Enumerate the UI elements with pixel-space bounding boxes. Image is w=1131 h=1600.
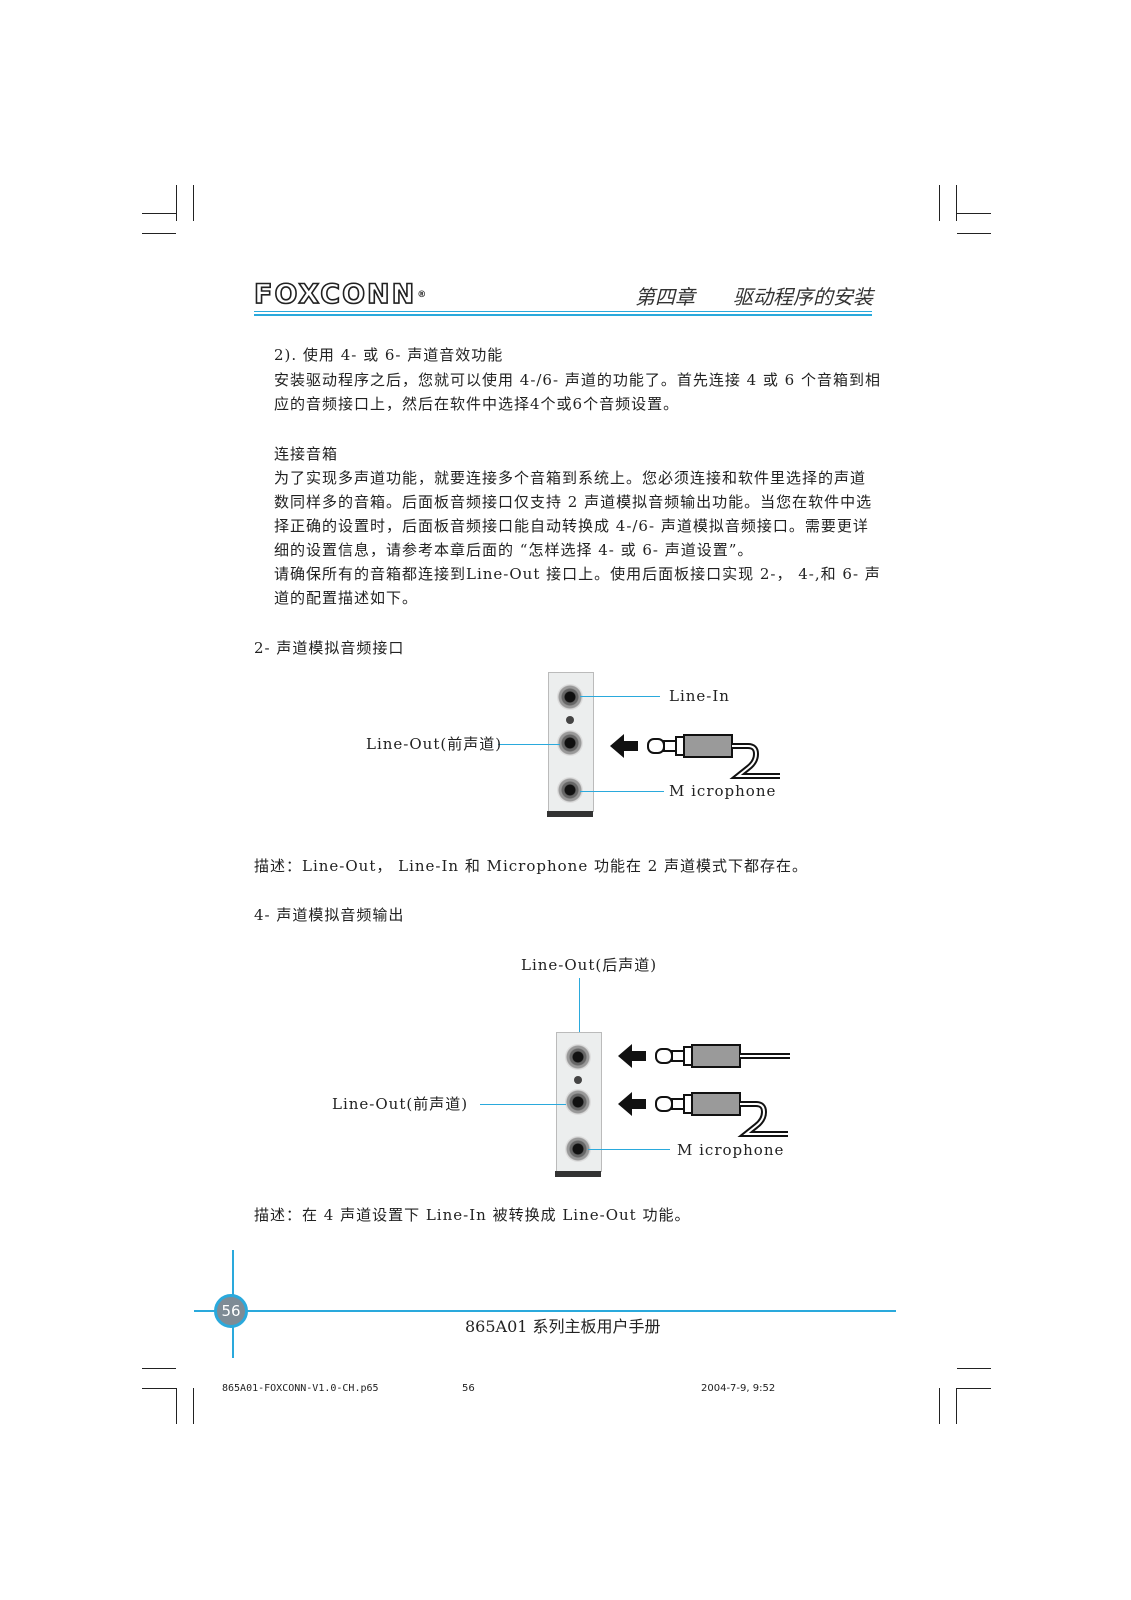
- crop-mark: [939, 1388, 940, 1424]
- crop-mark: [957, 1368, 991, 1369]
- crop-mark: [939, 185, 940, 221]
- crop-mark: [176, 185, 177, 221]
- paragraph-line: 应的音频接口上，然后在软件中选择4个或6个音频设置。: [274, 395, 680, 413]
- crop-mark: [176, 1388, 177, 1424]
- crop-mark: [957, 213, 991, 214]
- paragraph-line: 细的设置信息，请参考本章后面的 “怎样选择 4- 或 6- 声道设置”。: [274, 541, 754, 559]
- indicator-dot: [574, 1076, 582, 1084]
- line-out-front-label: Line-Out(前声道): [332, 1095, 469, 1113]
- crop-mark: [956, 185, 957, 221]
- leader-line: [588, 1149, 670, 1150]
- brand-name: FOXCONN: [253, 279, 417, 311]
- line-in-jack: [557, 684, 583, 710]
- audio-plug-icon: [618, 1044, 790, 1068]
- footer-rule: [194, 1310, 896, 1312]
- audio-plug-icon: [610, 734, 780, 779]
- section2-title: 连接音箱: [274, 445, 339, 463]
- line-out-front-label: Line-Out(前声道): [366, 735, 503, 753]
- header-rule: [254, 314, 872, 316]
- diagram1-description: 描述：Line-Out， Line-In 和 Microphone 功能在 2 …: [254, 857, 809, 875]
- chapter-number: 第四章: [635, 285, 695, 309]
- paragraph-line: 安装驱动程序之后，您就可以使用 4-/6- 声道的功能了。首先连接 4 或 6 …: [274, 371, 881, 389]
- leader-line: [498, 744, 560, 745]
- crop-mark: [193, 1388, 194, 1424]
- line-out-jack: [557, 730, 583, 756]
- paragraph-line: 为了实现多声道功能，就要连接多个音箱到系统上。您必须连接和软件里选择的声道: [274, 469, 867, 487]
- leader-line: [480, 1104, 566, 1105]
- microphone-label: M icrophone: [677, 1141, 785, 1159]
- foxconn-logo: FOXCONN®: [253, 279, 429, 311]
- header-rule: [254, 311, 872, 312]
- crop-mark: [193, 185, 194, 221]
- diagram1-title: 2- 声道模拟音频接口: [254, 639, 405, 657]
- registered-mark: ®: [417, 290, 429, 300]
- crop-mark: [142, 233, 176, 234]
- indicator-dot: [566, 716, 574, 724]
- paragraph-line: 道的配置描述如下。: [274, 589, 419, 607]
- file-name: 865A01-FOXCONN-V1.0-CH.p65: [222, 1383, 379, 1394]
- audio-plug-icon: [618, 1092, 788, 1137]
- crop-mark: [142, 1368, 176, 1369]
- microphone-label: M icrophone: [669, 782, 777, 800]
- crop-mark: [142, 213, 176, 214]
- line-out-rear-label: Line-Out(后声道): [521, 956, 658, 974]
- leader-line: [580, 696, 660, 697]
- panel-base: [555, 1171, 601, 1177]
- microphone-jack: [557, 777, 583, 803]
- microphone-jack: [565, 1136, 591, 1162]
- file-page: 56: [462, 1383, 475, 1394]
- manual-title: 865A01 系列主板用户手册: [465, 1317, 661, 1336]
- crop-mark: [142, 1388, 176, 1389]
- line-in-label: Line-In: [669, 687, 730, 705]
- section1-title: 2). 使用 4- 或 6- 声道音效功能: [274, 346, 504, 364]
- panel-base: [547, 811, 593, 817]
- line-out-jack: [565, 1089, 591, 1115]
- diagram2-title: 4- 声道模拟音频输出: [254, 906, 405, 924]
- paragraph-line: 择正确的设置时，后面板音频接口能自动转换成 4-/6- 声道模拟音频接口。需要更…: [274, 517, 869, 535]
- leader-line: [580, 791, 664, 792]
- paragraph-line: 数同样多的音箱。后面板音频接口仅支持 2 声道模拟音频输出功能。当您在软件中选: [274, 493, 873, 511]
- crop-mark: [957, 233, 991, 234]
- crop-mark: [957, 1388, 991, 1389]
- paragraph-line: 请确保所有的音箱都连接到Line-Out 接口上。使用后面板接口实现 2-， 4…: [274, 565, 881, 583]
- diagram2-description: 描述：在 4 声道设置下 Line-In 被转换成 Line-Out 功能。: [254, 1206, 691, 1224]
- chapter-heading: 第四章 驱动程序的安装: [635, 281, 873, 310]
- page-number-badge: 56: [214, 1294, 248, 1328]
- timestamp: 2004-7-9, 9:52: [701, 1383, 776, 1394]
- chapter-title: 驱动程序的安装: [733, 285, 873, 309]
- line-in-jack: [565, 1044, 591, 1070]
- crop-mark: [956, 1388, 957, 1424]
- leader-line: [579, 978, 580, 1053]
